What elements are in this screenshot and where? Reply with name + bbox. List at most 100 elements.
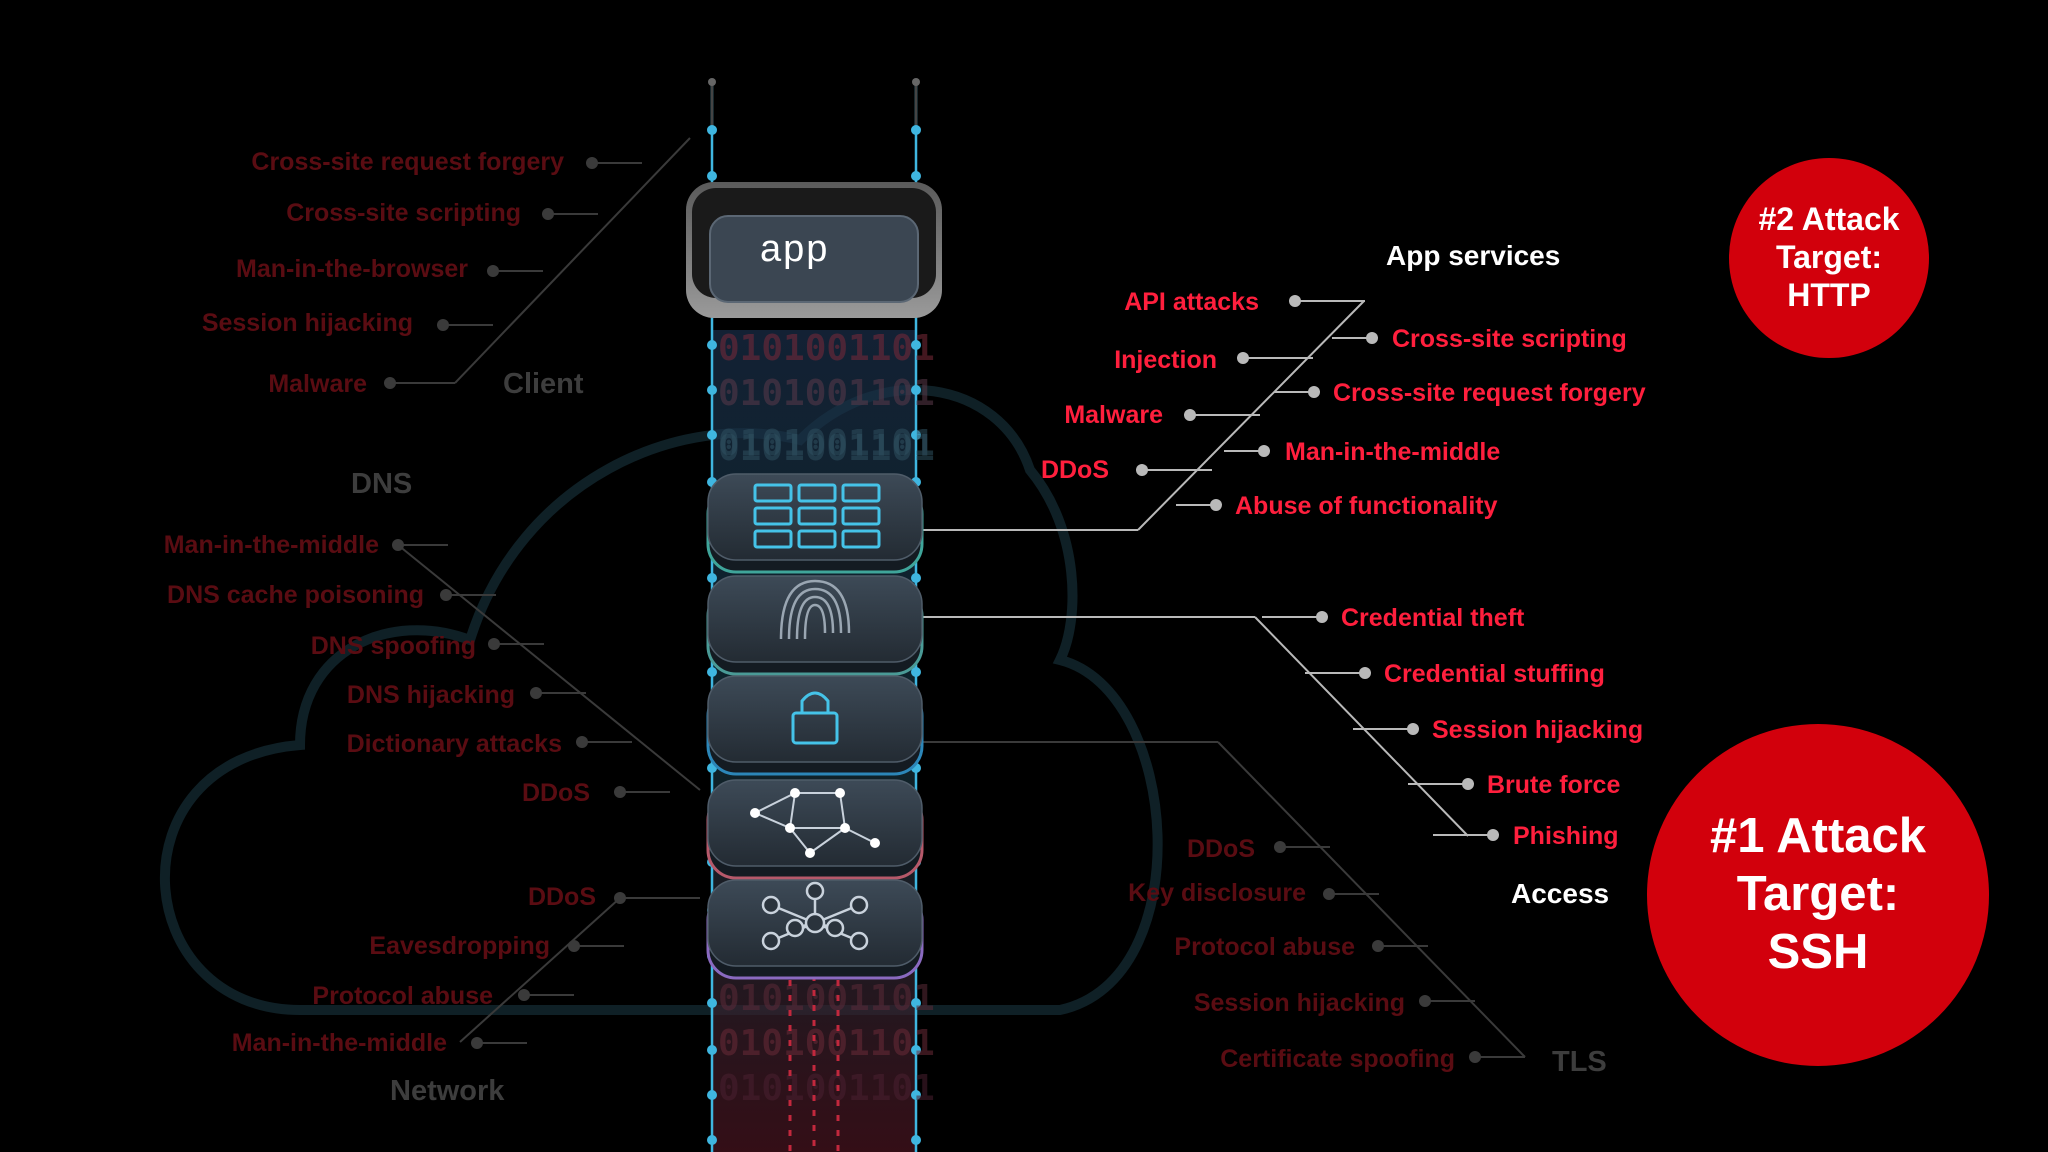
app-services-attack: Abuse of functionality (1235, 492, 1498, 520)
binary-digits: 0101001101 (718, 978, 935, 1019)
badge-caption: Target: (1775, 239, 1883, 276)
cloud-outline (159, 384, 1163, 1015)
connector-dot (1274, 841, 1286, 853)
dns-attack: Man-in-the-middle (163, 531, 379, 559)
app-tile (686, 182, 942, 318)
connector-dot (530, 687, 542, 699)
rail-dot (911, 667, 921, 677)
connector-dot (488, 638, 500, 650)
binary-digits: 0101001101 (718, 428, 935, 469)
connector-dot (586, 157, 598, 169)
app-services-attack: Man-in-the-middle (1285, 438, 1501, 466)
rail-dot (911, 125, 921, 135)
grid-icon (753, 483, 881, 549)
client-attack: Malware (268, 370, 367, 398)
access-attack: Brute force (1487, 771, 1621, 799)
connector-line (1254, 616, 1469, 837)
rail-dot (707, 667, 717, 677)
connector-dot (1419, 995, 1431, 1007)
rail-dot (911, 573, 921, 583)
connector-line (459, 897, 621, 1043)
connector-dot (1308, 386, 1320, 398)
app-services-attack: Cross-site scripting (1392, 325, 1627, 353)
app-services-attack: Malware (1064, 401, 1163, 429)
rail-dot (911, 1090, 921, 1100)
stack-layer-lock-icon (706, 675, 924, 776)
tls-attack: Protocol abuse (1174, 933, 1355, 961)
access-title: Access (1511, 878, 1610, 909)
rail-dot (707, 340, 717, 350)
client-attack: Session hijacking (201, 309, 413, 337)
app-services-attack: API attacks (1124, 288, 1259, 316)
badge-protocol: HTTP (1787, 276, 1871, 313)
stack-layer-network-mesh-icon (706, 779, 924, 880)
connector-dot (1359, 667, 1371, 679)
connector-dot (1407, 723, 1419, 735)
rail-dot (707, 430, 717, 440)
tls-attack: DDoS (1186, 835, 1255, 863)
network-attack: Man-in-the-middle (231, 1029, 447, 1057)
badge-rank: #1 Attack (1709, 809, 1927, 864)
hub-icon (761, 881, 869, 951)
tls-attack: Session hijacking (1193, 989, 1405, 1017)
tls-attack: Certificate spoofing (1220, 1045, 1455, 1073)
rail-dot (911, 171, 921, 181)
connector-line (1217, 741, 1526, 1058)
connector-dot (518, 989, 530, 1001)
connector-dot (440, 589, 452, 601)
connector-dot (1184, 409, 1196, 421)
access-attack: Credential theft (1341, 604, 1525, 632)
attack-target-badge-http: #2 Attack Target: HTTP (1729, 158, 1929, 358)
app-services-title: App services (1386, 240, 1561, 271)
rail-dot (707, 125, 717, 135)
connector-dot (614, 892, 626, 904)
client-attack: Cross-site request forgery (251, 148, 564, 176)
rail-dot (707, 385, 717, 395)
connector-dot (1289, 295, 1301, 307)
binary-digits: 0101001101 (718, 328, 935, 369)
badge-caption: Target: (1736, 867, 1900, 922)
client-title: Client (503, 368, 584, 400)
connector-dot (1372, 940, 1384, 952)
connector-dot (1316, 611, 1328, 623)
network-title: Network (390, 1075, 505, 1107)
connector-dot (1237, 352, 1249, 364)
connector-dot (614, 786, 626, 798)
rail-dot (707, 1090, 717, 1100)
binary-digits: 0101001101 (718, 373, 935, 414)
client-attack: Cross-site scripting (286, 199, 521, 227)
dns-attack: DNS hijacking (346, 681, 515, 709)
rail-dot (707, 998, 717, 1008)
connector-line (454, 137, 691, 384)
access-attack: Credential stuffing (1384, 660, 1605, 688)
connector-dot (568, 940, 580, 952)
network-mesh-icon (750, 788, 880, 858)
connector-dot (1469, 1051, 1481, 1063)
tls-attack: Key disclosure (1128, 879, 1306, 907)
attack-target-badge-ssh: #1 Attack Target: SSH (1647, 724, 1989, 1066)
connector-dot (1210, 499, 1222, 511)
connector-dot (542, 208, 554, 220)
dns-attack: DDoS (521, 779, 590, 807)
stack-layer-grid-icon (706, 473, 924, 574)
binary-digits: 0101001101 (718, 1023, 935, 1064)
stack-layer-hub-icon (706, 879, 924, 980)
fingerprint-icon (779, 579, 851, 640)
rail-dot (707, 573, 717, 583)
badge-rank: #2 Attack (1758, 201, 1900, 238)
connector-dot (1462, 778, 1474, 790)
app-services-attack: Injection (1114, 346, 1217, 374)
access-attack: Session hijacking (1432, 716, 1644, 744)
rail-dot (911, 1045, 921, 1055)
rail-dot (707, 1045, 717, 1055)
rail-dot (707, 1135, 717, 1145)
lock-icon (791, 691, 839, 745)
app-services-attack: DDoS (1040, 456, 1109, 484)
access-attack: Phishing (1513, 822, 1619, 850)
connector-dot (1366, 332, 1378, 344)
rail-dot (911, 385, 921, 395)
rail-dot (911, 1135, 921, 1145)
connector-dot (392, 539, 404, 551)
